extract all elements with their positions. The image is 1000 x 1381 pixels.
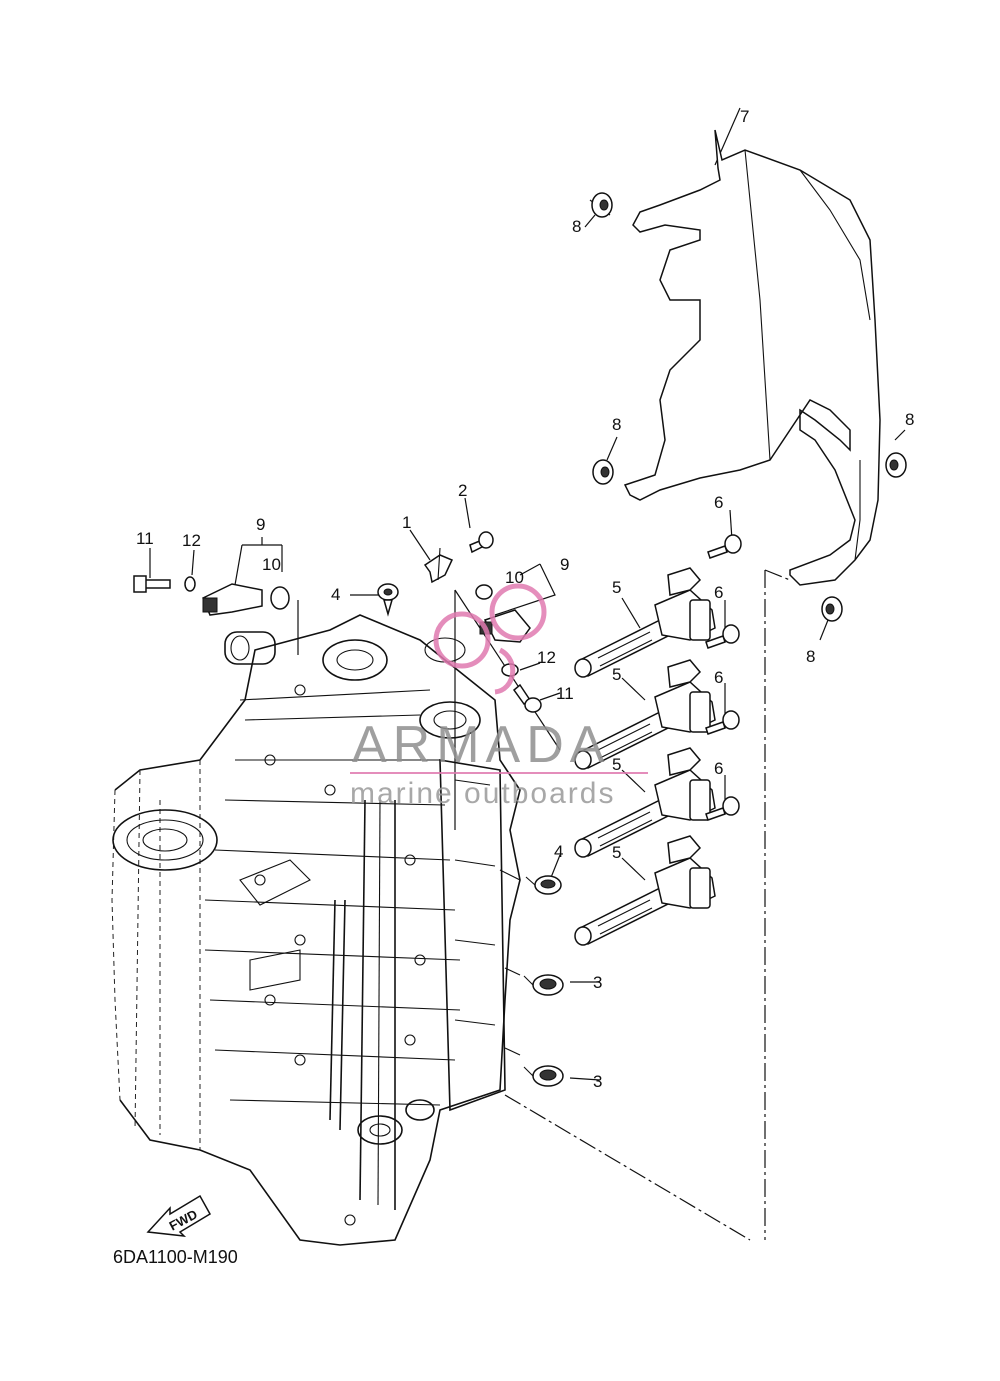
clamp <box>523 974 564 996</box>
callout-5: 5 <box>612 578 621 597</box>
callout-5: 5 <box>612 843 621 862</box>
grommet-group <box>591 192 907 622</box>
callout-12: 12 <box>182 531 201 550</box>
callout-6: 6 <box>714 759 723 778</box>
callout-6: 6 <box>714 583 723 602</box>
callout-4: 4 <box>554 842 563 861</box>
callout-12: 12 <box>537 648 556 667</box>
callout-3: 3 <box>593 973 602 992</box>
callout-8: 8 <box>612 415 621 434</box>
grommet <box>821 596 843 622</box>
callout-9: 9 <box>256 515 265 534</box>
callout-11: 11 <box>136 529 154 548</box>
callout-8: 8 <box>572 217 581 236</box>
cam-sensor-left <box>133 575 290 616</box>
callout-5: 5 <box>612 665 621 684</box>
watermark: ARMADA marine outboards <box>350 583 648 810</box>
ignition-coil <box>574 567 716 678</box>
callout-2: 2 <box>458 481 467 500</box>
ignition-coil <box>574 659 716 770</box>
callout-4: 4 <box>331 585 340 604</box>
clamp <box>525 875 562 895</box>
grommet <box>885 452 907 478</box>
callout-9: 9 <box>560 555 569 574</box>
callout-10: 10 <box>505 568 524 587</box>
bracket <box>423 547 454 584</box>
bolt <box>705 710 740 735</box>
diagram-code: 6DA1100-M190 <box>113 1247 238 1267</box>
ignition-coil <box>574 747 716 858</box>
ignition-coil-group <box>574 567 716 946</box>
ignition-coil <box>574 835 716 946</box>
fwd-arrow: FWD <box>146 1194 212 1237</box>
callout-7: 7 <box>740 107 749 126</box>
callout-8: 8 <box>806 647 815 666</box>
cam-sensor-right <box>475 584 542 713</box>
clamp <box>523 1065 564 1087</box>
callout-labels: 7 8 8 8 8 6 6 6 6 5 5 5 5 3 3 4 4 1 2 9 … <box>136 107 914 1091</box>
coil-bolt-group <box>705 534 742 821</box>
callout-8: 8 <box>905 410 914 429</box>
clamp <box>377 583 399 617</box>
engine-block <box>111 614 521 1246</box>
bolt <box>705 624 740 649</box>
grommet <box>592 459 614 485</box>
callout-6: 6 <box>714 668 723 687</box>
screw <box>469 531 494 554</box>
grommet <box>591 192 613 218</box>
bolt <box>707 534 742 559</box>
callout-11: 11 <box>556 684 574 703</box>
watermark-tagline: marine outboards <box>350 777 615 810</box>
callout-3: 3 <box>593 1072 602 1091</box>
watermark-emblem-icon <box>433 583 547 695</box>
watermark-brand: ARMADA <box>352 716 610 774</box>
callout-1: 1 <box>402 513 411 532</box>
callout-5: 5 <box>612 755 621 774</box>
callout-6: 6 <box>714 493 723 512</box>
bolt <box>705 796 740 821</box>
clamp-group <box>377 583 564 1087</box>
ignition-coil-cover <box>623 129 881 586</box>
callout-10: 10 <box>262 555 281 574</box>
